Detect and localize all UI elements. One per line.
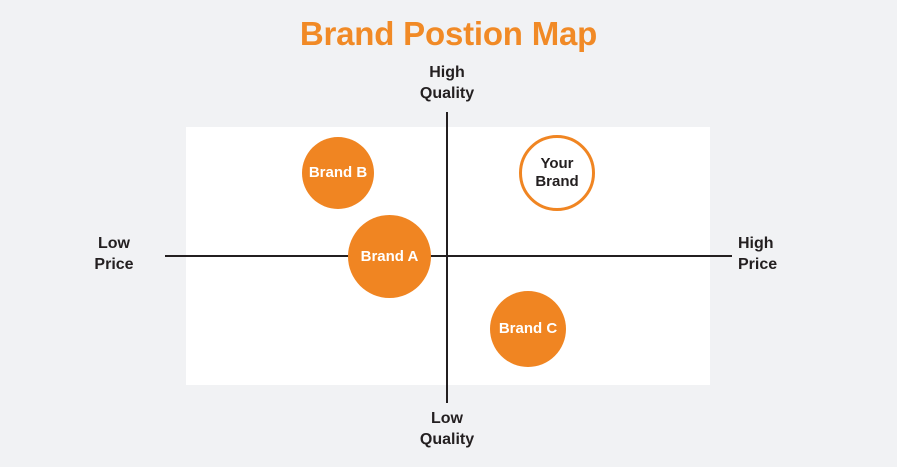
axis-label-low-price: Low Price	[64, 233, 164, 275]
axis-label-low-quality-line1: Low	[431, 410, 463, 427]
axis-label-low-quality: Low Quality	[387, 408, 507, 450]
bubble-brand-a[interactable]: Brand A	[348, 215, 431, 298]
bubble-brand-c[interactable]: Brand C	[490, 291, 566, 367]
x-axis-line	[165, 255, 732, 257]
y-axis-line	[446, 112, 448, 403]
bubble-brand-c-label: Brand C	[498, 320, 558, 337]
bubble-your-brand-label: Your Brand	[535, 155, 579, 190]
bubble-brand-b[interactable]: Brand B	[302, 137, 374, 209]
axis-label-low-price-line2: Price	[94, 256, 134, 273]
page-title: Brand Postion Map	[299, 15, 598, 52]
axis-label-high-price-line2: Price	[738, 256, 778, 273]
axis-label-low-quality-line2: Quality	[419, 431, 475, 448]
axis-label-high-quality-line2: Quality	[419, 85, 475, 102]
axis-label-high-price-line1: High	[738, 235, 774, 252]
axis-label-high-price: High Price	[738, 233, 838, 275]
bubble-brand-a-label: Brand A	[360, 247, 419, 265]
axis-label-low-price-line1: Low	[98, 235, 130, 252]
axis-label-high-quality-line1: High	[429, 64, 465, 81]
bubble-brand-b-label: Brand B	[308, 164, 368, 181]
axis-label-high-quality: High Quality	[387, 62, 507, 104]
bubble-your-brand[interactable]: Your Brand	[519, 135, 595, 211]
